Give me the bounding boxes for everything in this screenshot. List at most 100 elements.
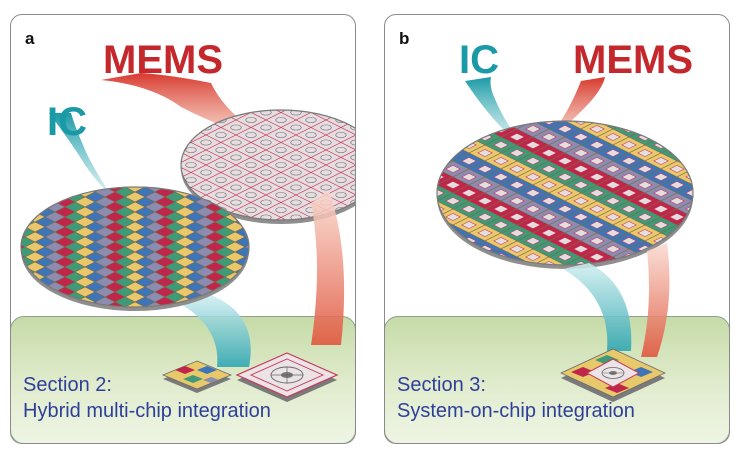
mems-membrane xyxy=(156,177,167,182)
soc-mems-core xyxy=(477,213,493,221)
mems-die xyxy=(131,165,161,180)
soc-mems-core xyxy=(589,205,605,213)
ic-die xyxy=(155,167,175,177)
mems-membrane xyxy=(245,117,257,123)
soc-die xyxy=(389,217,421,233)
soc-mems-core xyxy=(621,157,637,165)
soc-mems-core xyxy=(525,157,541,165)
soc-mems-core xyxy=(445,181,461,189)
mems-membrane xyxy=(275,132,287,138)
mems-membrane xyxy=(215,162,227,168)
soc-die xyxy=(468,256,502,265)
soc-die xyxy=(692,144,693,162)
soc-die xyxy=(385,193,405,209)
mems-membrane xyxy=(245,207,257,213)
soc-mems-core xyxy=(702,165,716,172)
caption-section: Section 3: xyxy=(397,374,486,396)
ic-wafer xyxy=(11,152,295,322)
ic-die xyxy=(11,267,15,277)
mems-membrane xyxy=(335,162,347,168)
soc-mems-core xyxy=(637,213,653,221)
soc-mems-core xyxy=(653,125,669,133)
mems-membrane xyxy=(246,222,257,227)
soc-die xyxy=(580,121,614,122)
soc-die xyxy=(437,232,454,250)
soc-mems-core xyxy=(589,221,605,229)
mems-membrane xyxy=(275,117,287,123)
soc-mems-core xyxy=(622,109,636,116)
soc-mems-core xyxy=(477,165,493,173)
soc-mems-core xyxy=(573,213,589,221)
soc-mems-core xyxy=(557,253,573,261)
mems-membrane xyxy=(200,184,212,191)
soc-mems-core xyxy=(461,157,477,165)
soc-mems-core xyxy=(573,133,589,141)
mems-membrane xyxy=(261,95,272,100)
ic-die xyxy=(115,167,135,177)
ic-die xyxy=(265,262,285,272)
soc-die xyxy=(725,209,729,225)
soc-mems-core xyxy=(398,157,412,164)
ic-die xyxy=(21,206,36,218)
soc-mems-core xyxy=(526,93,540,100)
soc-mems-core xyxy=(509,229,525,237)
mems-membrane xyxy=(276,102,287,107)
caption-title: System-on-chip integration xyxy=(397,400,635,422)
soc-mems-core xyxy=(445,165,461,173)
ground-plane xyxy=(385,316,729,443)
mems-membrane xyxy=(261,230,272,235)
soc-mems-core xyxy=(494,269,508,276)
mems-membrane xyxy=(245,192,257,198)
ic-die xyxy=(154,187,176,188)
soc-mems-core xyxy=(637,149,653,157)
mems-membrane xyxy=(291,230,302,235)
soc-mems-core xyxy=(541,213,557,221)
mems-die xyxy=(131,150,161,165)
mems-membrane xyxy=(185,162,197,168)
soc-mems-core xyxy=(510,277,524,284)
soc-mems-core xyxy=(637,181,653,189)
soc-die xyxy=(676,232,693,250)
soc-mems-core xyxy=(414,181,428,188)
ic-die xyxy=(275,257,295,267)
soc-die xyxy=(709,201,729,217)
mems-membrane xyxy=(230,154,242,161)
soc-mems-core xyxy=(461,173,477,181)
soc-mems-core xyxy=(557,125,573,133)
mems-drop-beam xyxy=(641,243,670,357)
soc-mems-core xyxy=(541,121,557,125)
soc-die xyxy=(725,193,729,209)
mems-membrane xyxy=(290,169,302,176)
soc-mems-core xyxy=(621,141,637,149)
soc-die xyxy=(532,256,566,265)
soc-mems-core xyxy=(557,205,573,213)
soc-die xyxy=(533,81,565,97)
soc-die xyxy=(533,289,565,305)
ic-die xyxy=(125,152,145,162)
soc-mems-core xyxy=(493,141,509,149)
soc-die xyxy=(516,121,550,122)
soc-mems-core xyxy=(526,109,540,116)
soc-mems-core xyxy=(589,253,605,261)
soc-mems-core xyxy=(509,213,525,221)
soc-mems-core xyxy=(573,149,589,157)
mems-membrane xyxy=(260,124,272,131)
ic-die xyxy=(165,312,185,322)
soc-mems-core xyxy=(525,125,541,133)
mems-membrane xyxy=(276,87,287,92)
soc-die xyxy=(628,121,662,130)
soc-die xyxy=(692,192,693,210)
soc-chip xyxy=(560,348,666,402)
ic-die xyxy=(11,247,15,257)
ic-die xyxy=(64,187,86,193)
mems-membrane xyxy=(305,147,317,153)
soc-mems-core xyxy=(493,221,509,229)
soc-die xyxy=(437,160,438,178)
soc-die xyxy=(437,224,438,242)
ic-die xyxy=(255,257,275,267)
soc-mems-core xyxy=(685,221,693,229)
soc-mems-core xyxy=(477,229,493,237)
soc-mems-core xyxy=(414,213,428,220)
soc-mems-core xyxy=(385,165,396,172)
soc-mems-core xyxy=(573,245,589,253)
